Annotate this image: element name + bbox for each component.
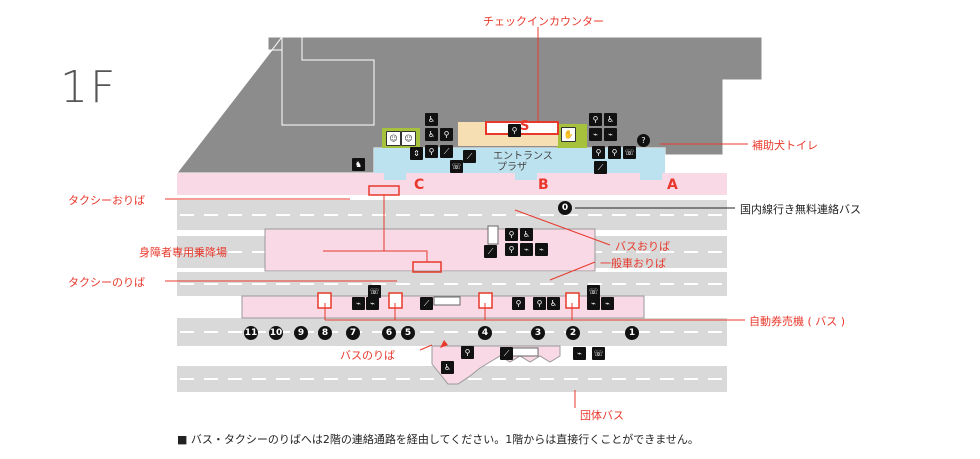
escalator-icon: ⟋ xyxy=(420,297,433,310)
restroom-icon: ⚲ xyxy=(505,243,518,256)
restroom-icon: ⚲ xyxy=(589,113,602,126)
phone-icon: ☏ xyxy=(368,285,381,298)
wheelchair-icon: ♿ xyxy=(520,228,533,241)
bus-stop-3: 3 xyxy=(531,326,545,340)
bus-pickup-label: バスのりば xyxy=(340,349,395,362)
wheelchair-icon: ♿ xyxy=(547,297,560,310)
shuttle-bus-label: 国内線行き無料連絡バス xyxy=(740,203,861,216)
hand-icon: ✋ xyxy=(561,127,576,142)
door-b: B xyxy=(538,177,549,193)
restroom-icon: ⚲ xyxy=(425,145,438,158)
checkin-counter-label: チェックインカウンター xyxy=(483,15,604,28)
restroom-icon: ⚲ xyxy=(512,297,525,310)
restroom-icon: ⚲ xyxy=(592,146,605,159)
baby-care-icon: ☺ xyxy=(401,131,416,146)
assist-dog-toilet-label: 補助犬トイレ xyxy=(752,139,818,152)
bus-stop-11: 11 xyxy=(244,326,258,340)
s-marker: S xyxy=(520,119,530,134)
restroom-icon: ⚲ xyxy=(508,124,521,137)
group-bus-label: 団体バス xyxy=(580,409,624,422)
bus-stop-10: 10 xyxy=(269,326,283,340)
phone-icon: ☏ xyxy=(450,160,463,173)
phone-icon: ☏ xyxy=(587,285,600,298)
restroom-icon: ⚲ xyxy=(461,346,474,359)
information-icon: ? xyxy=(637,134,650,147)
smoking-icon: ⌁ xyxy=(601,297,614,310)
wheelchair-icon: ♿ xyxy=(441,361,454,374)
bus-stop-4: 4 xyxy=(478,326,492,340)
restroom-icon: ⚲ xyxy=(533,297,546,310)
phone-icon: ☏ xyxy=(592,347,605,360)
bus-stop-2: 2 xyxy=(566,326,580,340)
dog-icon: ♞ xyxy=(352,158,365,171)
bus-stop-1: 1 xyxy=(625,326,639,340)
door-a: A xyxy=(667,177,678,193)
smoking-icon: ⌁ xyxy=(535,243,548,256)
restroom-icon: ⚲ xyxy=(608,146,621,159)
smoking-icon: ⌁ xyxy=(352,297,365,310)
door-c: C xyxy=(414,177,425,193)
escalator-icon: ⟋ xyxy=(484,245,497,258)
stairs xyxy=(511,347,539,357)
bus-stop-9: 9 xyxy=(294,326,308,340)
restroom-icon: ⚲ xyxy=(505,228,518,241)
escalator-icon: ⟋ xyxy=(440,145,453,158)
escalator-icon: ⟋ xyxy=(463,150,476,163)
smoking-icon: ⌁ xyxy=(604,128,617,141)
smoking-icon: ⌁ xyxy=(587,297,600,310)
entrance-plaza-label-2: プラザ xyxy=(497,162,527,173)
bus-stop-8: 8 xyxy=(318,326,332,340)
general-dropoff-label: 一般車おりば xyxy=(600,257,666,270)
stairs xyxy=(433,296,461,306)
nursery-icon: ☺ xyxy=(386,131,401,146)
smoking-icon: ⌁ xyxy=(366,297,379,310)
ticket-machine-label: 自動券売機 ( バス ) xyxy=(749,315,846,328)
floor-label: 1F xyxy=(60,62,118,113)
wheelchair-icon: ♿ xyxy=(425,128,438,141)
phone-icon: ☏ xyxy=(623,146,636,159)
disabled-boarding-label: 身障者専用乗降場 xyxy=(139,246,227,259)
checkin-counter-box xyxy=(485,121,559,135)
restroom-icon: ⚲ xyxy=(440,128,453,141)
smoking-icon: ⌁ xyxy=(520,243,533,256)
bus-stop-7: 7 xyxy=(346,326,360,340)
footnote: ■ バス・タクシーのりばへは2階の連絡通路を経由してください。1階からは直接行く… xyxy=(177,433,699,446)
smoking-icon: ⌁ xyxy=(573,347,586,360)
shuttle-stop-0: 0 xyxy=(558,201,572,215)
front-sidewalk xyxy=(177,173,727,195)
stairs xyxy=(487,225,499,245)
bus-stop-6: 6 xyxy=(382,326,396,340)
wheelchair-icon: ♿ xyxy=(604,113,617,126)
bus-dropoff-label: バスおりば xyxy=(615,240,670,253)
taxi-pickup-label: タクシーのりば xyxy=(68,276,145,289)
escalator-icon: ⟋ xyxy=(500,347,513,360)
bus-stop-5: 5 xyxy=(401,326,415,340)
restroom-icon: ♿ xyxy=(425,113,438,126)
elevator-icon: ⇕ xyxy=(410,147,423,160)
escalator-icon: ⟋ xyxy=(594,161,607,174)
entrance-plaza-label: エントランス xyxy=(493,151,553,162)
taxi-dropoff-label: タクシーおりば xyxy=(68,194,145,207)
smoking-icon: ⌁ xyxy=(589,128,602,141)
